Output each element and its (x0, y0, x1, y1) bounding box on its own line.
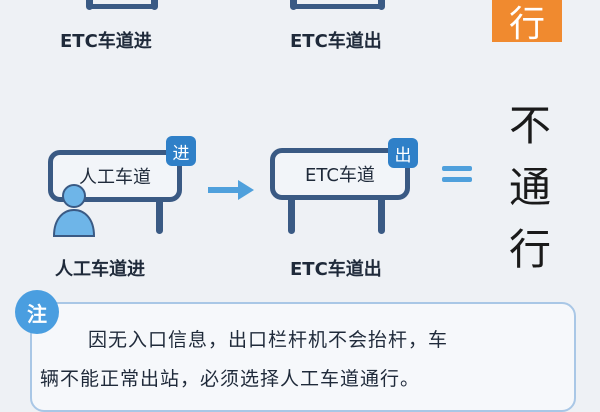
result-char-1: 不 (508, 101, 551, 150)
exit-badge: 出 (388, 138, 418, 168)
top-middle-label: ETC车道出 (290, 31, 382, 52)
etc-exit-sign: ETC车道 (270, 148, 410, 200)
note-line-2: 辆不能正常出站，必须选择人工车道通行。 (40, 368, 421, 390)
manual-sign-post (156, 200, 163, 234)
equals-icon (442, 160, 472, 188)
note-badge: 注 (15, 290, 59, 334)
etc-exit-sign-text: ETC车道 (305, 165, 375, 186)
result-char-3: 行 (508, 225, 551, 274)
result-char-2: 通 (508, 163, 551, 212)
result-vertical-text: 不 通 行 (500, 95, 560, 281)
manual-lane-sign-text: 人工车道 (79, 167, 151, 188)
top-left-sign-base (86, 4, 158, 9)
right-arrow-icon (208, 180, 254, 200)
entry-badge: 进 (166, 136, 196, 166)
person-icon (52, 184, 96, 237)
note-line-1: 因无入口信息，出口栏杆机不会抬杆，车 (88, 329, 449, 351)
etc-exit-post-left (288, 198, 295, 234)
top-result-orange-box: 行 (492, 0, 562, 45)
manual-lane-entry-label: 人工车道进 (55, 259, 145, 280)
etc-exit-post-right (378, 198, 385, 234)
note-box (30, 302, 576, 412)
top-left-label: ETC车道进 (60, 31, 152, 52)
top-middle-sign-base (290, 4, 385, 9)
etc-exit-label: ETC车道出 (290, 259, 382, 280)
